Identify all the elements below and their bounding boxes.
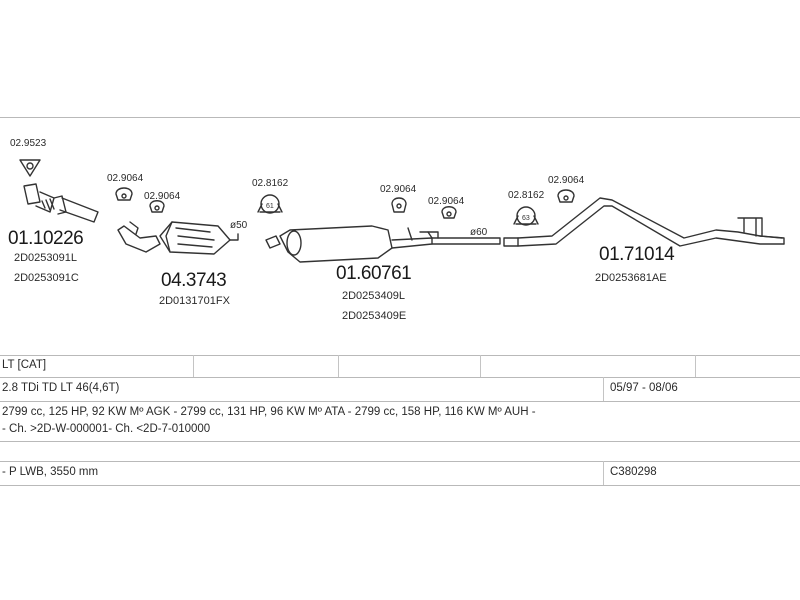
table-cell-years: 05/97 - 08/06 [610,382,678,394]
clamp-size-label: 61 [266,203,274,210]
clamp-size-label: 63 [522,215,530,222]
part-number: 01.60761 [336,263,412,284]
hanger-icon [557,189,575,203]
hanger-icon [441,206,457,219]
clamp-icon [257,194,283,214]
oem-reference: 2D0253681AE [595,272,667,284]
middle-silencer-part [265,225,501,263]
table-line [0,485,800,486]
oem-reference: 2D0253091C [14,272,79,284]
table-line [0,377,800,378]
hanger-icon [115,187,133,201]
oem-reference: 2D0253409E [342,310,407,322]
part-number: 04.3743 [161,270,227,291]
table-divider [193,355,194,377]
table-cell-engine: 2.8 TDi TD LT 46(4,6T) [2,382,120,394]
hanger-icon [149,200,165,213]
table-cell-system-code: C380298 [610,466,657,478]
gasket-code: 02.9523 [10,138,47,149]
front-pipe-part [23,183,99,223]
table-divider [338,355,339,377]
part-number: 01.71014 [599,244,675,265]
table-line [0,401,800,402]
catalytic-converter-part [117,221,239,255]
table-cell-model: LT [CAT] [2,359,47,371]
table-divider [480,355,481,377]
clamp-icon [513,206,539,226]
part-number: 01.10226 [8,228,84,249]
hanger-code: 02.9064 [380,184,417,195]
oem-reference: 2D0131701FX [159,295,230,307]
hanger-code: 02.9064 [144,191,181,202]
diameter-label: ø60 [470,227,488,238]
table-divider [695,355,696,377]
table-cell-body: - P LWB, 3550 mm [2,466,99,478]
hanger-code: 02.9064 [548,175,585,186]
top-border [0,117,800,118]
hanger-code: 02.9064 [107,173,144,184]
table-divider [603,461,604,485]
hanger-code: 02.9064 [428,196,465,207]
clamp-code: 02.8162 [252,178,289,189]
rear-pipe-part [503,197,785,247]
diameter-label: ø50 [230,220,248,231]
table-cell-engine-codes: 2799 cc, 125 HP, 92 KW Mº AGK - 2799 cc,… [2,406,536,418]
oem-reference: 2D0253409L [342,290,406,302]
table-cell-chassis: - Ch. >2D-W-000001- Ch. <2D-7-010000 [2,423,211,435]
table-divider [603,377,604,401]
gasket-icon [19,159,41,177]
table-line [0,441,800,442]
clamp-code: 02.8162 [508,190,545,201]
hanger-icon [391,197,407,213]
table-line [0,461,800,462]
oem-reference: 2D0253091L [14,252,78,264]
exhaust-diagram: 61 63 [19,159,785,263]
table-line [0,355,800,356]
